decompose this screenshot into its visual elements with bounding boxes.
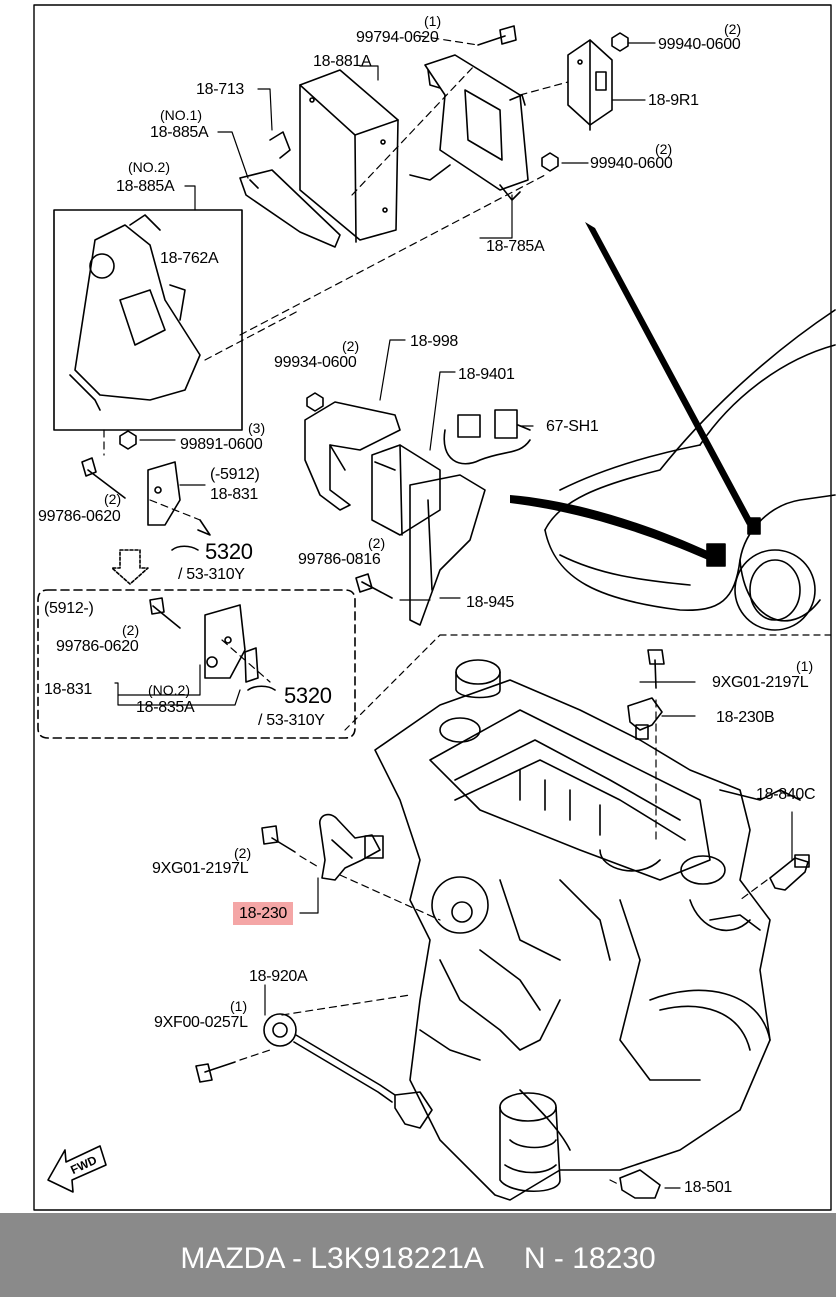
label-99786-0816: 99786-0816 <box>298 551 381 568</box>
callout-link <box>344 634 441 731</box>
label-18-840c: 18-840C <box>756 786 816 803</box>
label-99934-0600: 99934-0600 <box>274 354 357 371</box>
sensor-18-501 <box>619 1169 661 1199</box>
label-18-920a: 18-920A <box>249 968 308 985</box>
sensor-18-230b <box>627 697 663 740</box>
label-18-885a-2: 18-885A <box>116 178 175 195</box>
label-53-310y-b: / 53-310Y <box>258 712 325 729</box>
label-no2-a: (NO.2) <box>128 159 170 175</box>
label-53-310y-a: / 53-310Y <box>178 566 245 583</box>
label-18-9401: 18-9401 <box>458 366 515 383</box>
label-99786-0620-a: 99786-0620 <box>38 508 121 525</box>
label-5912minus: (5912-) <box>44 600 94 617</box>
label-18-831-b: 18-831 <box>44 681 93 698</box>
ecu-mount-bracket <box>239 131 341 248</box>
camshaft-sensor-18-230 <box>319 813 384 881</box>
label-18-881a: 18-881A <box>313 53 372 70</box>
no2-bracket <box>69 214 201 411</box>
leader-lines-engine <box>239 699 768 1186</box>
label-5320-a: 5320 <box>205 539 253 564</box>
qty-9xg01-2197l-b: (2) <box>234 845 252 861</box>
fwd-arrow-icon <box>47 1145 107 1193</box>
sensor-18-840c <box>769 854 810 891</box>
reference-arrows <box>171 519 276 691</box>
label-5320-b: 5320 <box>284 683 332 708</box>
qty-99940-0600-a: (2) <box>724 21 742 37</box>
qty-99934-0600: (2) <box>342 338 360 354</box>
label-18-713: 18-713 <box>196 81 245 98</box>
qty-99786-0816: (2) <box>368 535 386 551</box>
qty-99786-0620-a: (2) <box>104 491 122 507</box>
label-18-230b: 18-230B <box>716 709 775 726</box>
footer-bar <box>0 1213 836 1297</box>
ecu-bracket <box>409 54 529 201</box>
control-module <box>371 444 441 536</box>
label-18-945: 18-945 <box>466 594 515 611</box>
label-18-9r1: 18-9R1 <box>648 92 699 109</box>
label-99794-0620: 99794-0620 <box>356 29 439 46</box>
wiring-harness <box>443 409 531 465</box>
sensor-bracket-old <box>147 461 181 526</box>
page-frame <box>33 4 832 1211</box>
pointer-wedge-1 <box>585 222 752 525</box>
knock-sensor-18-920a <box>263 1013 433 1129</box>
label-leaders <box>114 42 793 1189</box>
label-18-831-a: 18-831 <box>210 486 259 503</box>
label-no1: (NO.1) <box>160 107 202 123</box>
label-18-230-highlighted: 18-230 <box>233 902 294 925</box>
sensor-bracket-new <box>204 604 259 683</box>
qty-99786-0620-b: (2) <box>122 622 140 638</box>
bolts <box>81 25 665 1083</box>
label-18-501: 18-501 <box>684 1179 733 1196</box>
label-9xg01-2197l-b: 9XG01-2197L <box>152 860 249 877</box>
label-99786-0620-b: 99786-0620 <box>56 638 139 655</box>
label-18-885a-1: 18-885A <box>150 124 209 141</box>
label-minus5912: (-5912) <box>210 466 260 483</box>
no2-bracket-frame <box>53 209 243 431</box>
qty-9xf00-0257l: (1) <box>230 998 248 1014</box>
qty-99940-0600-b: (2) <box>655 141 673 157</box>
qty-99891-0600: (3) <box>248 420 266 436</box>
label-18-785a: 18-785A <box>486 238 545 255</box>
revision-callout-frame <box>37 589 356 739</box>
ecu-module <box>299 69 399 243</box>
label-9xf00-0257l: 9XF00-0257L <box>154 1014 248 1031</box>
qty-9xg01-2197l-a: (1) <box>796 658 814 674</box>
label-18-762a: 18-762A <box>160 250 219 267</box>
leader-lines-top <box>103 35 569 683</box>
hex-nuts <box>119 32 629 450</box>
label-9xg01-2197l-a: 9XG01-2197L <box>712 674 809 691</box>
qty-99794-0620: (1) <box>424 13 442 29</box>
label-no2-b: (NO.2) <box>148 682 190 698</box>
relay-unit <box>567 39 613 131</box>
part-number-caption: MAZDA - L3K918221A N - 18230 <box>180 1242 656 1275</box>
label-99940-0600-a: 99940-0600 <box>658 36 741 53</box>
engine-block <box>374 659 801 1201</box>
pointer-wedge-2 <box>510 495 712 560</box>
car-illustration <box>544 309 836 631</box>
long-bracket <box>409 474 486 626</box>
label-99891-0600: 99891-0600 <box>180 436 263 453</box>
label-67-sh1: 67-SH1 <box>546 418 599 435</box>
revision-arrow <box>111 549 149 585</box>
label-18-835a: 18-835A <box>136 699 195 716</box>
label-99940-0600-b: 99940-0600 <box>590 155 673 172</box>
module-bracket <box>304 401 401 511</box>
label-18-998: 18-998 <box>410 333 459 350</box>
